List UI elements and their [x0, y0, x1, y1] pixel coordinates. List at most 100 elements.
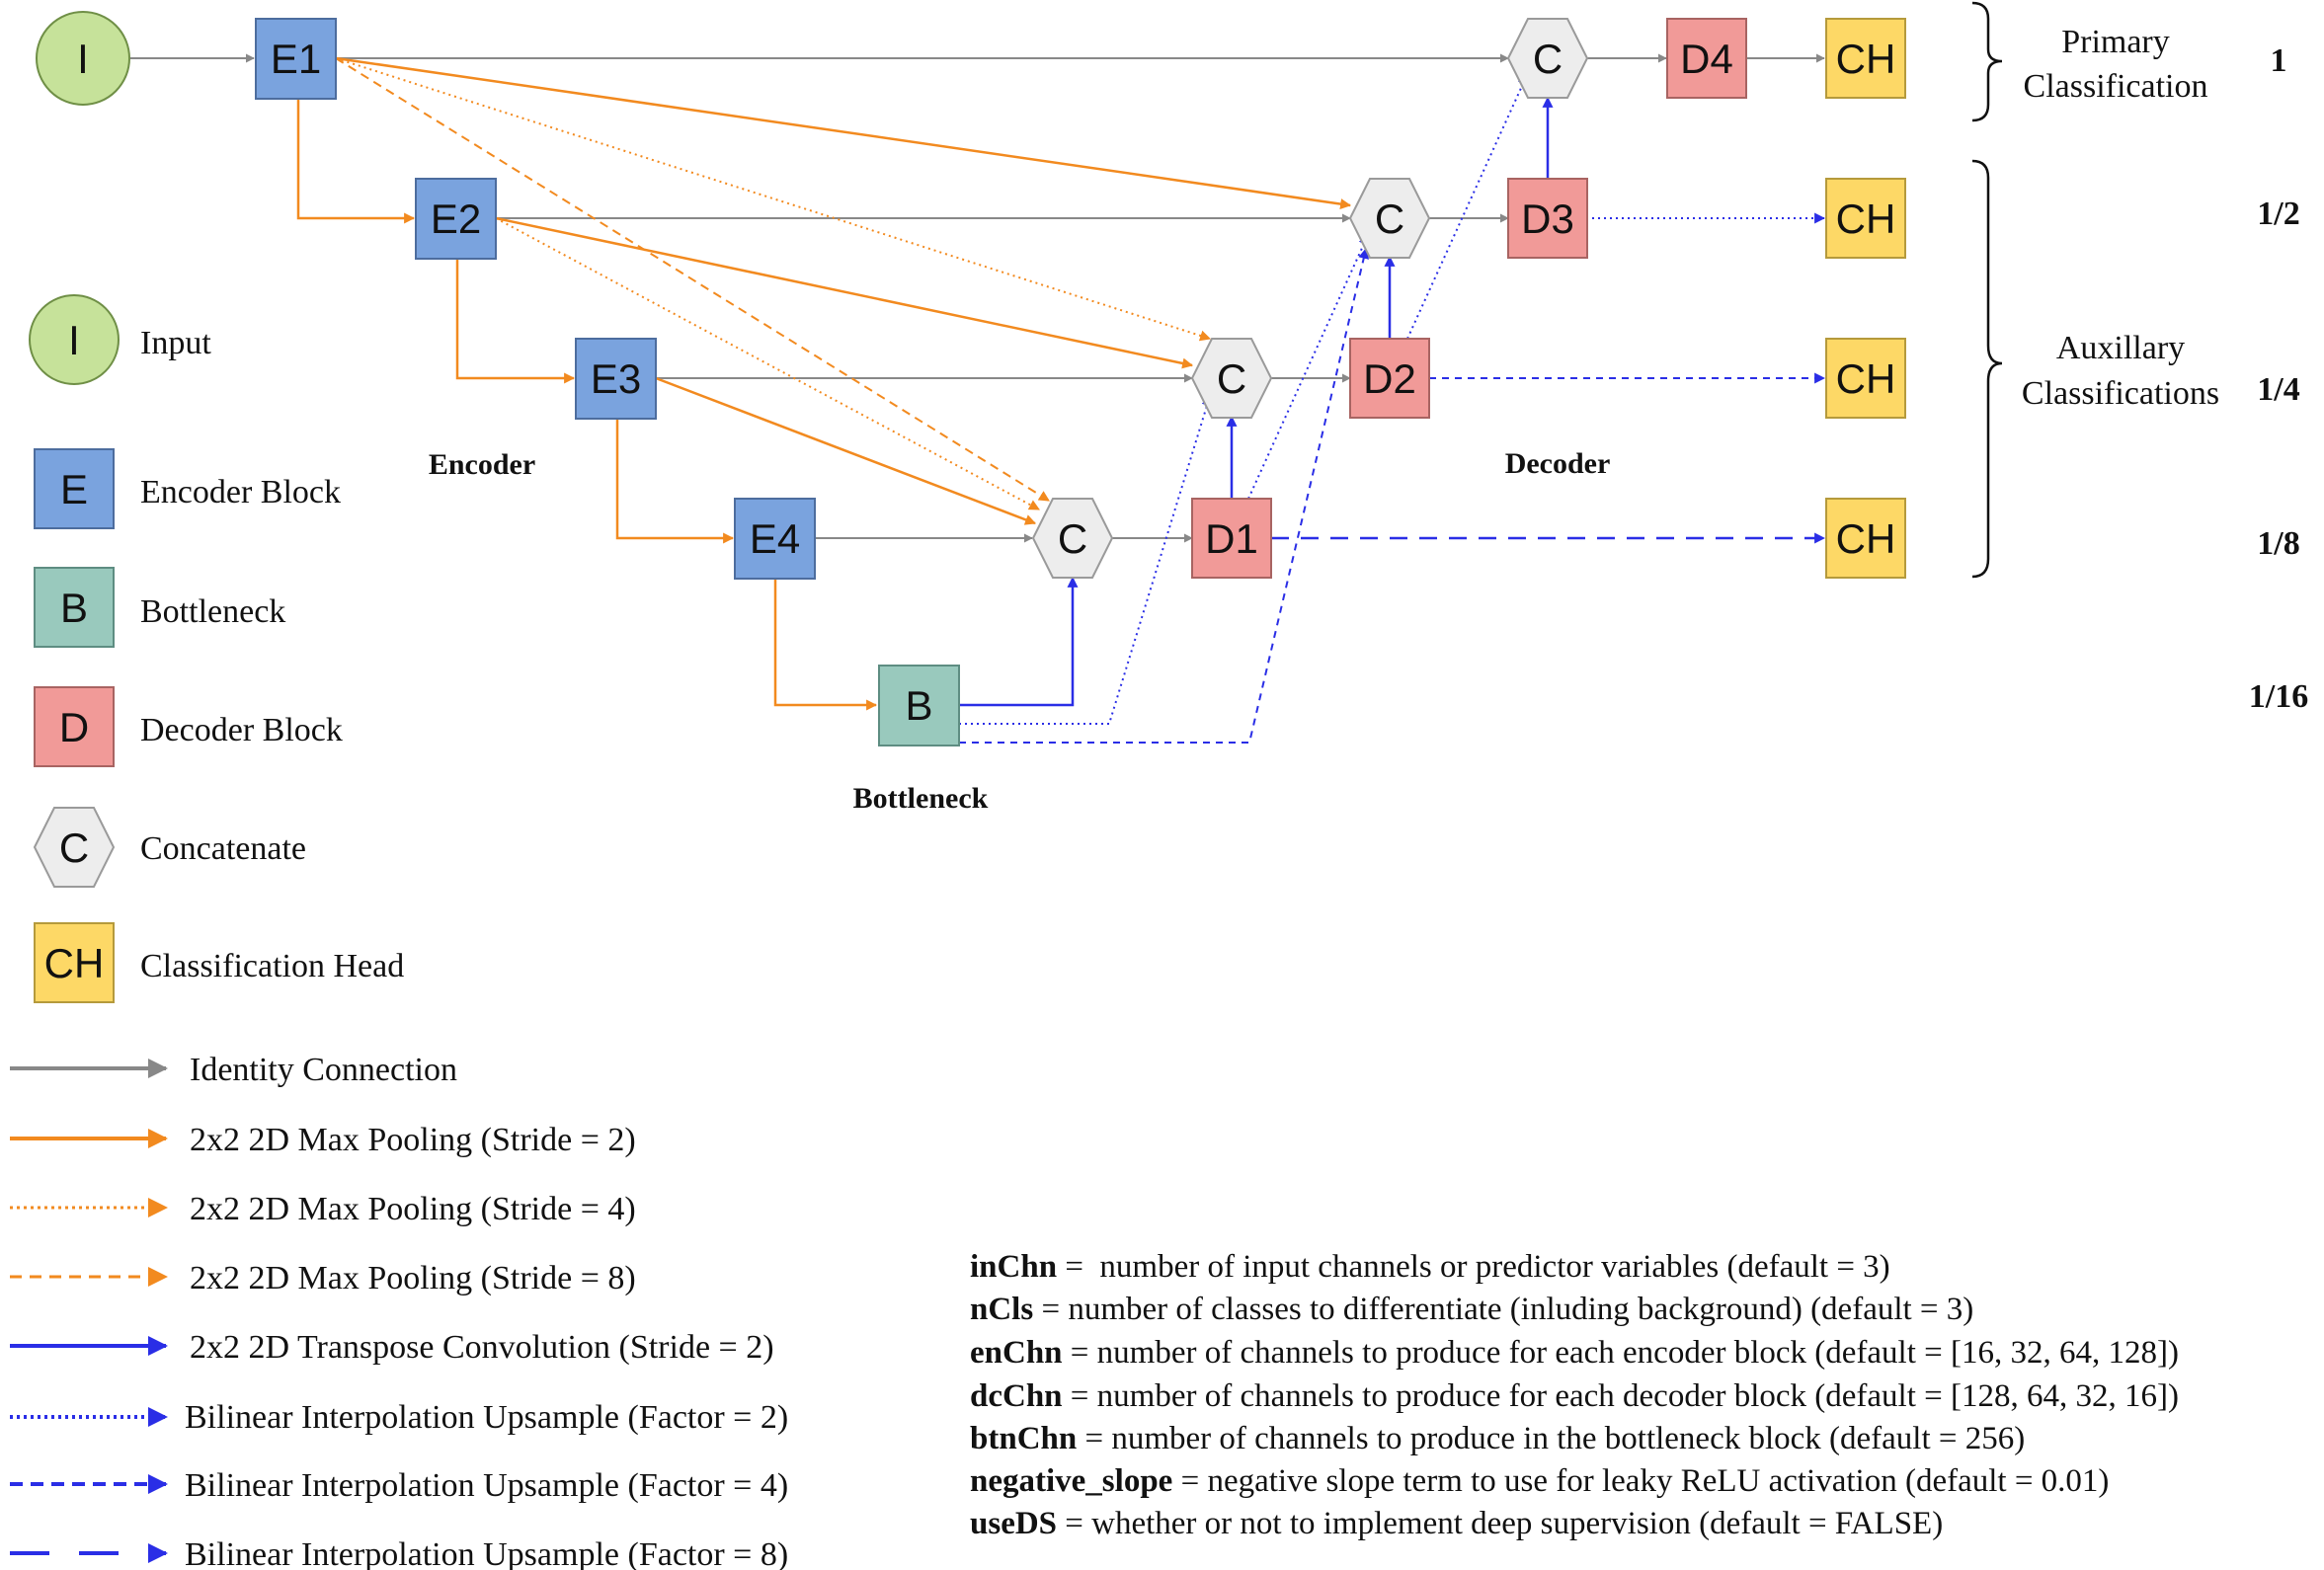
legend-encoder-label: Encoder Block: [140, 474, 341, 510]
pool2-e2-c2: [495, 216, 1194, 369]
pool2-e2-e3: [455, 259, 576, 384]
legend-upsample-factor8: Bilinear Interpolation Upsample (Factor …: [10, 1536, 788, 1570]
classification-head-2: CH: [1825, 178, 1906, 259]
legend-input-label: Input: [140, 325, 211, 361]
bottleneck-section-label: Bottleneck: [853, 782, 989, 815]
concat-node-c1-label: C: [1058, 515, 1087, 562]
parameter-btnchn-key: btnChn: [970, 1421, 1077, 1456]
classification-head-3-label: CH: [1836, 355, 1896, 402]
decoder-block-d2-label: D2: [1363, 355, 1416, 402]
scale-label-1-16: 1/16: [2249, 678, 2308, 715]
legend-upsample-factor4-label: Bilinear Interpolation Upsample (Factor …: [185, 1467, 788, 1504]
input-node: I: [36, 11, 130, 106]
nodes: I E1 E2 E3 E4 B C C: [36, 11, 1906, 746]
concat-node-c2-label: C: [1217, 355, 1246, 402]
classification-head-1-label: CH: [1836, 36, 1896, 82]
tconv-b-c1: [959, 576, 1079, 707]
parameter-ncls: nCls = number of classes to differentiat…: [970, 1292, 1973, 1327]
legend-transpose-conv: 2x2 2D Transpose Convolution (Stride = 2…: [10, 1329, 774, 1366]
legend-encoder: E Encoder Block: [34, 448, 341, 529]
auxillary-classification-line2: Classifications: [2022, 375, 2219, 412]
legend-pool-stride2-label: 2x2 2D Max Pooling (Stride = 2): [190, 1122, 636, 1158]
parameter-negative-slope-desc: = negative slope term to use for leaky R…: [1172, 1463, 2109, 1499]
legend-bottleneck-glyph: B: [60, 585, 88, 631]
legend-pool-stride4: 2x2 2D Max Pooling (Stride = 4): [10, 1191, 636, 1227]
parameter-enchn-desc: = number of channels to produce for each…: [1063, 1335, 2179, 1371]
up2-b-c2: [959, 394, 1213, 725]
legend-bottleneck: B Bottleneck: [34, 567, 285, 648]
parameter-inchn-key: inChn: [970, 1249, 1057, 1285]
encoder-block-e3-label: E3: [591, 355, 641, 402]
legend-bottleneck-label: Bottleneck: [140, 593, 285, 630]
legend-encoder-glyph: E: [60, 466, 88, 512]
legend-classification-head-glyph: CH: [44, 940, 105, 986]
connections: [130, 53, 1826, 744]
auxillary-brace: [1971, 159, 2003, 579]
classification-head-4-label: CH: [1836, 515, 1896, 562]
input-node-label: I: [77, 36, 89, 82]
auxillary-classification-line1: Auxillary: [2056, 330, 2185, 366]
scale-label-1-2: 1/2: [2257, 196, 2299, 232]
encoder-section-label: Encoder: [429, 448, 535, 481]
legend-upsample-factor2-label: Bilinear Interpolation Upsample (Factor …: [185, 1399, 788, 1436]
parameter-useds-desc: = whether or not to implement deep super…: [1057, 1506, 1943, 1541]
parameter-enchn-key: enChn: [970, 1335, 1063, 1371]
legend-concatenate: C Concatenate: [33, 807, 306, 888]
decoder-block-d1-label: D1: [1205, 515, 1258, 562]
scale-label-1: 1: [2271, 42, 2287, 79]
decoder-block-d3: D3: [1507, 178, 1588, 259]
concat-node-c3: C: [1348, 178, 1431, 259]
legend-classification-head-label: Classification Head: [140, 948, 404, 984]
parameter-inchn: inChn = number of input channels or pred…: [970, 1249, 1890, 1285]
encoder-block-e4: E4: [734, 498, 816, 580]
scale-label-1-4: 1/4: [2257, 371, 2299, 408]
node-legend: I Input E Encoder Block B Bottleneck D D…: [29, 294, 404, 1003]
encoder-block-e1-label: E1: [271, 36, 321, 82]
pool2-e4-b: [773, 579, 878, 711]
legend-decoder-glyph: D: [59, 704, 89, 750]
parameter-negative-slope: negative_slope = negative slope term to …: [970, 1463, 2109, 1499]
concat-node-c3-label: C: [1375, 196, 1404, 242]
parameter-btnchn: btnChn = number of channels to produce i…: [970, 1421, 2025, 1456]
legend-decoder: D Decoder Block: [34, 686, 343, 767]
concat-node-c1: C: [1031, 498, 1114, 579]
primary-classification-line1: Primary: [2061, 24, 2170, 60]
pool4-e2-c1: [495, 217, 1040, 510]
classification-head-1: CH: [1825, 18, 1906, 99]
encoder-block-e2: E2: [415, 178, 497, 260]
legend-upsample-factor8-label: Bilinear Interpolation Upsample (Factor …: [185, 1536, 788, 1570]
parameter-negative-slope-key: negative_slope: [970, 1463, 1172, 1499]
bottleneck-block: B: [878, 665, 960, 746]
encoder-block-e4-label: E4: [750, 515, 800, 562]
legend-identity-label: Identity Connection: [190, 1052, 457, 1088]
pool8-e1-c1: [335, 57, 1050, 502]
legend-upsample-factor2: Bilinear Interpolation Upsample (Factor …: [10, 1399, 788, 1436]
up2-d1-c3: [1247, 233, 1369, 500]
legend-input: I Input: [29, 294, 211, 385]
pool2-e1-c3: [335, 56, 1352, 210]
legend-upsample-factor4: Bilinear Interpolation Upsample (Factor …: [10, 1467, 788, 1504]
parameter-ncls-key: nCls: [970, 1292, 1033, 1327]
legend-identity: Identity Connection: [10, 1052, 457, 1088]
encoder-block-e1: E1: [255, 18, 337, 100]
parameter-enchn: enChn = number of channels to produce fo…: [970, 1335, 2179, 1371]
primary-brace: [1971, 1, 2003, 122]
concat-node-c4-label: C: [1533, 36, 1563, 82]
up4-b-c3: [959, 247, 1370, 744]
decoder-block-d4-label: D4: [1680, 36, 1733, 82]
classification-head-2-label: CH: [1836, 196, 1896, 242]
up2-d2-c4: [1406, 73, 1528, 340]
pool2-e3-e4: [615, 419, 735, 544]
concat-node-c2: C: [1190, 338, 1273, 419]
concat-node-c4: C: [1506, 18, 1589, 99]
legend-transpose-conv-label: 2x2 2D Transpose Convolution (Stride = 2…: [190, 1329, 774, 1366]
scale-label-1-8: 1/8: [2257, 525, 2299, 562]
legend-classification-head: CH Classification Head: [34, 922, 404, 1003]
encoder-block-e3: E3: [575, 338, 657, 420]
legend-pool-stride4-label: 2x2 2D Max Pooling (Stride = 4): [190, 1191, 636, 1227]
decoder-section-label: Decoder: [1505, 447, 1611, 480]
parameter-list: inChn = number of input channels or pred…: [970, 1249, 2179, 1541]
legend-input-glyph: I: [68, 317, 80, 363]
legend-pool-stride8-label: 2x2 2D Max Pooling (Stride = 8): [190, 1260, 636, 1296]
